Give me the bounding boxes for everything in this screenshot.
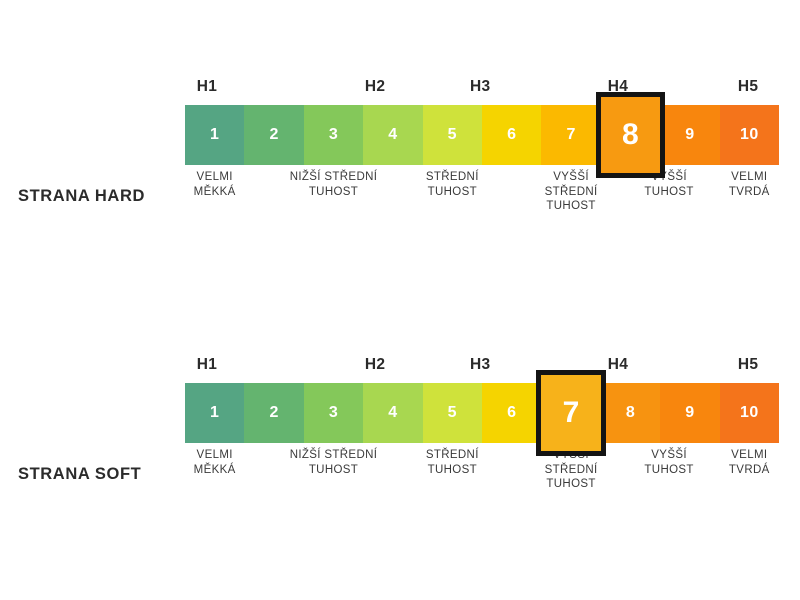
segment-6-soft[interactable]: 6 [482,383,542,443]
group-label-h1-soft: H1 [196,356,218,373]
segment-highlighted-8-hard[interactable]: 8 [595,92,666,178]
sub-label-2-hard: STŘEDNÍ TUHOST [425,171,479,198]
sub-label-3-hard: VYŠŠÍ STŘEDNÍ TUHOST [544,171,598,212]
sub-label-4-soft: VYŠŠÍ TUHOST [644,449,694,476]
group-label-h4-hard: H4 [607,78,629,95]
sub-label-1-soft: NIŽŠÍ STŘEDNÍ TUHOST [289,449,378,476]
segment-10-soft[interactable]: 10 [719,383,780,443]
segment-9-soft[interactable]: 9 [660,383,720,443]
group-label-h5-soft: H5 [737,356,759,373]
sub-label-3-soft: VYŠŠÍ STŘEDNÍ TUHOST [544,449,598,490]
segment-2-hard[interactable]: 2 [244,105,304,165]
segment-3-hard[interactable]: 3 [303,105,364,165]
sub-label-4-hard: VYŠŠÍ TUHOST [644,171,694,198]
sub-label-row-hard: VELMI MĚKKÁ NIŽŠÍ STŘEDNÍ TUHOST STŘEDNÍ T… [185,170,779,240]
sub-label-row-soft: VELMI MĚKKÁ NIŽŠÍ STŘEDNÍ TUHOST STŘEDNÍ T… [185,448,779,518]
group-label-row-hard: H1 H2 H3 H4 H5 [185,78,779,100]
scale-title-hard: STRANA HARD [18,187,145,205]
group-label-h3-soft: H3 [469,356,491,373]
group-label-h2-soft: H2 [364,356,386,373]
segment-5-soft[interactable]: 5 [422,383,483,443]
sub-label-5-soft: VELMI TVRDÁ [728,449,770,476]
group-label-h2-hard: H2 [364,78,386,95]
segment-2-soft[interactable]: 2 [244,383,304,443]
group-label-h5-hard: H5 [737,78,759,95]
segment-1-soft[interactable]: 1 [185,383,245,443]
segment-4-soft[interactable]: 4 [363,383,423,443]
sub-label-1-hard: NIŽŠÍ STŘEDNÍ TUHOST [289,171,378,198]
group-label-row-soft: H1 H2 H3 H4 H5 [185,356,779,378]
sub-label-0-soft: VELMI MĚKKÁ [193,449,236,476]
segment-9-hard[interactable]: 9 [660,105,720,165]
segment-3-soft[interactable]: 3 [303,383,364,443]
segment-highlighted-7-soft[interactable]: 7 [536,370,606,456]
sub-label-0-hard: VELMI MĚKKÁ [193,171,236,198]
segment-6-hard[interactable]: 6 [482,105,542,165]
group-label-h1-hard: H1 [196,78,218,95]
segment-4-hard[interactable]: 4 [363,105,423,165]
scale-title-soft: STRANA SOFT [18,465,142,483]
sub-label-5-hard: VELMI TVRDÁ [728,171,770,198]
segment-8-soft[interactable]: 8 [600,383,661,443]
segment-5-hard[interactable]: 5 [422,105,483,165]
group-label-h3-hard: H3 [469,78,491,95]
group-label-h4-soft: H4 [607,356,629,373]
sub-label-2-soft: STŘEDNÍ TUHOST [425,449,479,476]
segment-7-hard[interactable]: 7 [541,105,601,165]
segment-1-hard[interactable]: 1 [185,105,245,165]
segment-10-hard[interactable]: 10 [719,105,780,165]
